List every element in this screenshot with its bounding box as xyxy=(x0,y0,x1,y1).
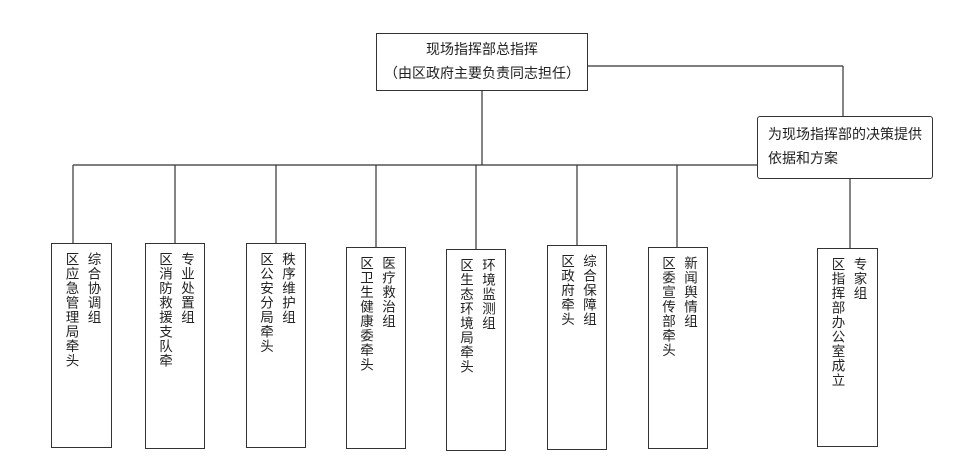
group-box-support: 综合保障组 区政府牵头 xyxy=(547,245,607,450)
group-lead: 区消防救援支队牵 xyxy=(156,252,172,368)
commander-subtitle: （由区政府主要负责同志担任） xyxy=(384,66,580,82)
group-lead: 区卫生健康委牵头 xyxy=(357,256,373,372)
group-box-environment: 环境监测组 区生态环境局牵头 xyxy=(446,249,506,451)
commander-box: 现场指挥部总指挥 （由区政府主要负责同志担任） xyxy=(376,33,588,91)
group-box-news: 新闻舆情组 区委宣传部牵头 xyxy=(648,247,708,449)
group-box-coordination: 综合协调组 区应急管理局牵头 xyxy=(51,243,112,448)
advice-box: 为现场指挥部的决策提供依据和方案 xyxy=(757,116,933,179)
commander-title: 现场指挥部总指挥 xyxy=(426,42,538,58)
group-name: 综合协调组 xyxy=(84,252,101,325)
group-box-order: 秩序维护组 区公安分局牵头 xyxy=(246,243,306,448)
group-name: 环境监测组 xyxy=(479,258,495,331)
advice-text: 为现场指挥部的决策提供依据和方案 xyxy=(768,127,922,167)
group-name: 医疗救治组 xyxy=(379,256,395,329)
group-box-medical: 医疗救治组 区卫生健康委牵头 xyxy=(346,247,406,449)
group-box-expert: 专家组 区指挥部办公室成立 xyxy=(817,248,878,447)
group-lead: 区委宣传部牵头 xyxy=(659,256,675,358)
expert-lead: 区指挥部办公室成立 xyxy=(828,257,845,388)
group-lead: 区生态环境局牵头 xyxy=(457,258,473,374)
group-lead: 区应急管理局牵头 xyxy=(62,252,79,368)
group-lead: 区公安分局牵头 xyxy=(257,252,273,354)
group-box-disposal: 专业处置组 区消防救援支队牵 xyxy=(145,243,205,449)
group-name: 综合保障组 xyxy=(580,254,596,327)
group-name: 专业处置组 xyxy=(178,252,194,325)
group-name: 新闻舆情组 xyxy=(681,256,697,329)
expert-name: 专家组 xyxy=(850,257,867,301)
group-lead: 区政府牵头 xyxy=(558,254,574,327)
group-name: 秩序维护组 xyxy=(279,252,295,325)
